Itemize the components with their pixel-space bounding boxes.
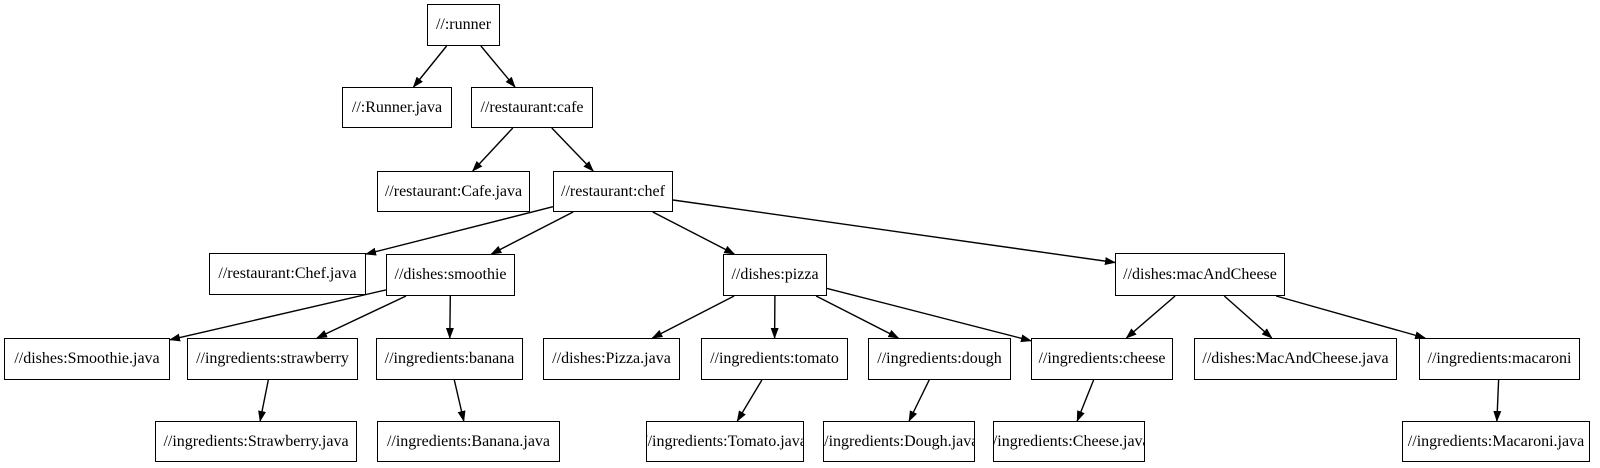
edge-mac-and-cheese-to-macaroni [1276, 295, 1427, 340]
node-cafe-java: //restaurant:Cafe.java [377, 171, 530, 212]
edges-group [169, 45, 1502, 422]
edge-chef-to-mac-and-cheese [672, 199, 1116, 266]
edge-runner-to-runner-java [412, 45, 448, 88]
node-banana-java: //ingredients:Banana.java [377, 421, 560, 462]
node-pizza-java: //dishes:Pizza.java [543, 338, 680, 380]
edge-smoothie-to-smoothie-java [169, 289, 387, 342]
node-macaroni: //ingredients:macaroni [1419, 338, 1580, 380]
edge-strawberry-to-strawberry-java [258, 379, 269, 422]
edge-smoothie-to-strawberry [316, 295, 407, 339]
edge-chef-to-pizza [652, 211, 736, 255]
node-banana: //ingredients:banana [376, 338, 523, 380]
edge-pizza-to-pizza-java [651, 295, 735, 339]
node-pizza: //dishes:pizza [723, 254, 827, 296]
node-cheese: //ingredients:cheese [1031, 338, 1173, 380]
node-chef-java: //restaurant:Chef.java [209, 253, 366, 295]
edge-macaroni-to-macaroni-java [1493, 379, 1502, 422]
edge-mac-and-cheese-to-cheese [1125, 295, 1176, 339]
node-cheese-java: //ingredients:Cheese.java [993, 421, 1145, 462]
node-runner: //:runner [427, 4, 500, 46]
edge-smoothie-to-banana [445, 295, 454, 339]
edge-dough-to-dough-java [908, 379, 930, 422]
node-macaroni-java: //ingredients:Macaroni.java [1402, 421, 1590, 462]
edge-pizza-to-cheese [826, 287, 1032, 343]
edge-runner-to-cafe [480, 45, 516, 88]
node-dough: //ingredients:dough [868, 338, 1011, 380]
edge-mac-and-cheese-to-mac-and-cheese-java [1223, 295, 1273, 339]
node-dough-java: //ingredients:Dough.java [823, 421, 975, 462]
node-tomato-java: //ingredients:Tomato.java [646, 421, 804, 462]
node-mac-and-cheese: //dishes:macAndCheese [1115, 253, 1285, 296]
edge-cafe-to-chef [551, 127, 594, 172]
node-smoothie-java: //dishes:Smoothie.java [4, 338, 170, 380]
node-cafe: //restaurant:cafe [471, 87, 593, 128]
edge-chef-to-smoothie [490, 211, 574, 255]
node-chef: //restaurant:chef [553, 171, 673, 212]
node-strawberry: //ingredients:strawberry [187, 338, 358, 380]
node-smoothie: //dishes:smoothie [386, 254, 515, 296]
edge-cheese-to-cheese-java [1076, 379, 1095, 422]
edge-chef-to-chef-java [365, 206, 554, 256]
edge-pizza-to-dough [815, 295, 900, 339]
edge-cafe-to-cafe-java [472, 127, 514, 172]
edge-tomato-to-tomato-java [736, 379, 763, 422]
node-mac-and-cheese-java: //dishes:MacAndCheese.java [1194, 338, 1397, 380]
node-strawberry-java: //ingredients:Strawberry.java [155, 421, 357, 462]
edge-banana-to-banana-java [453, 379, 466, 422]
node-runner-java: //:Runner.java [342, 87, 452, 128]
node-tomato: //ingredients:tomato [701, 338, 848, 380]
